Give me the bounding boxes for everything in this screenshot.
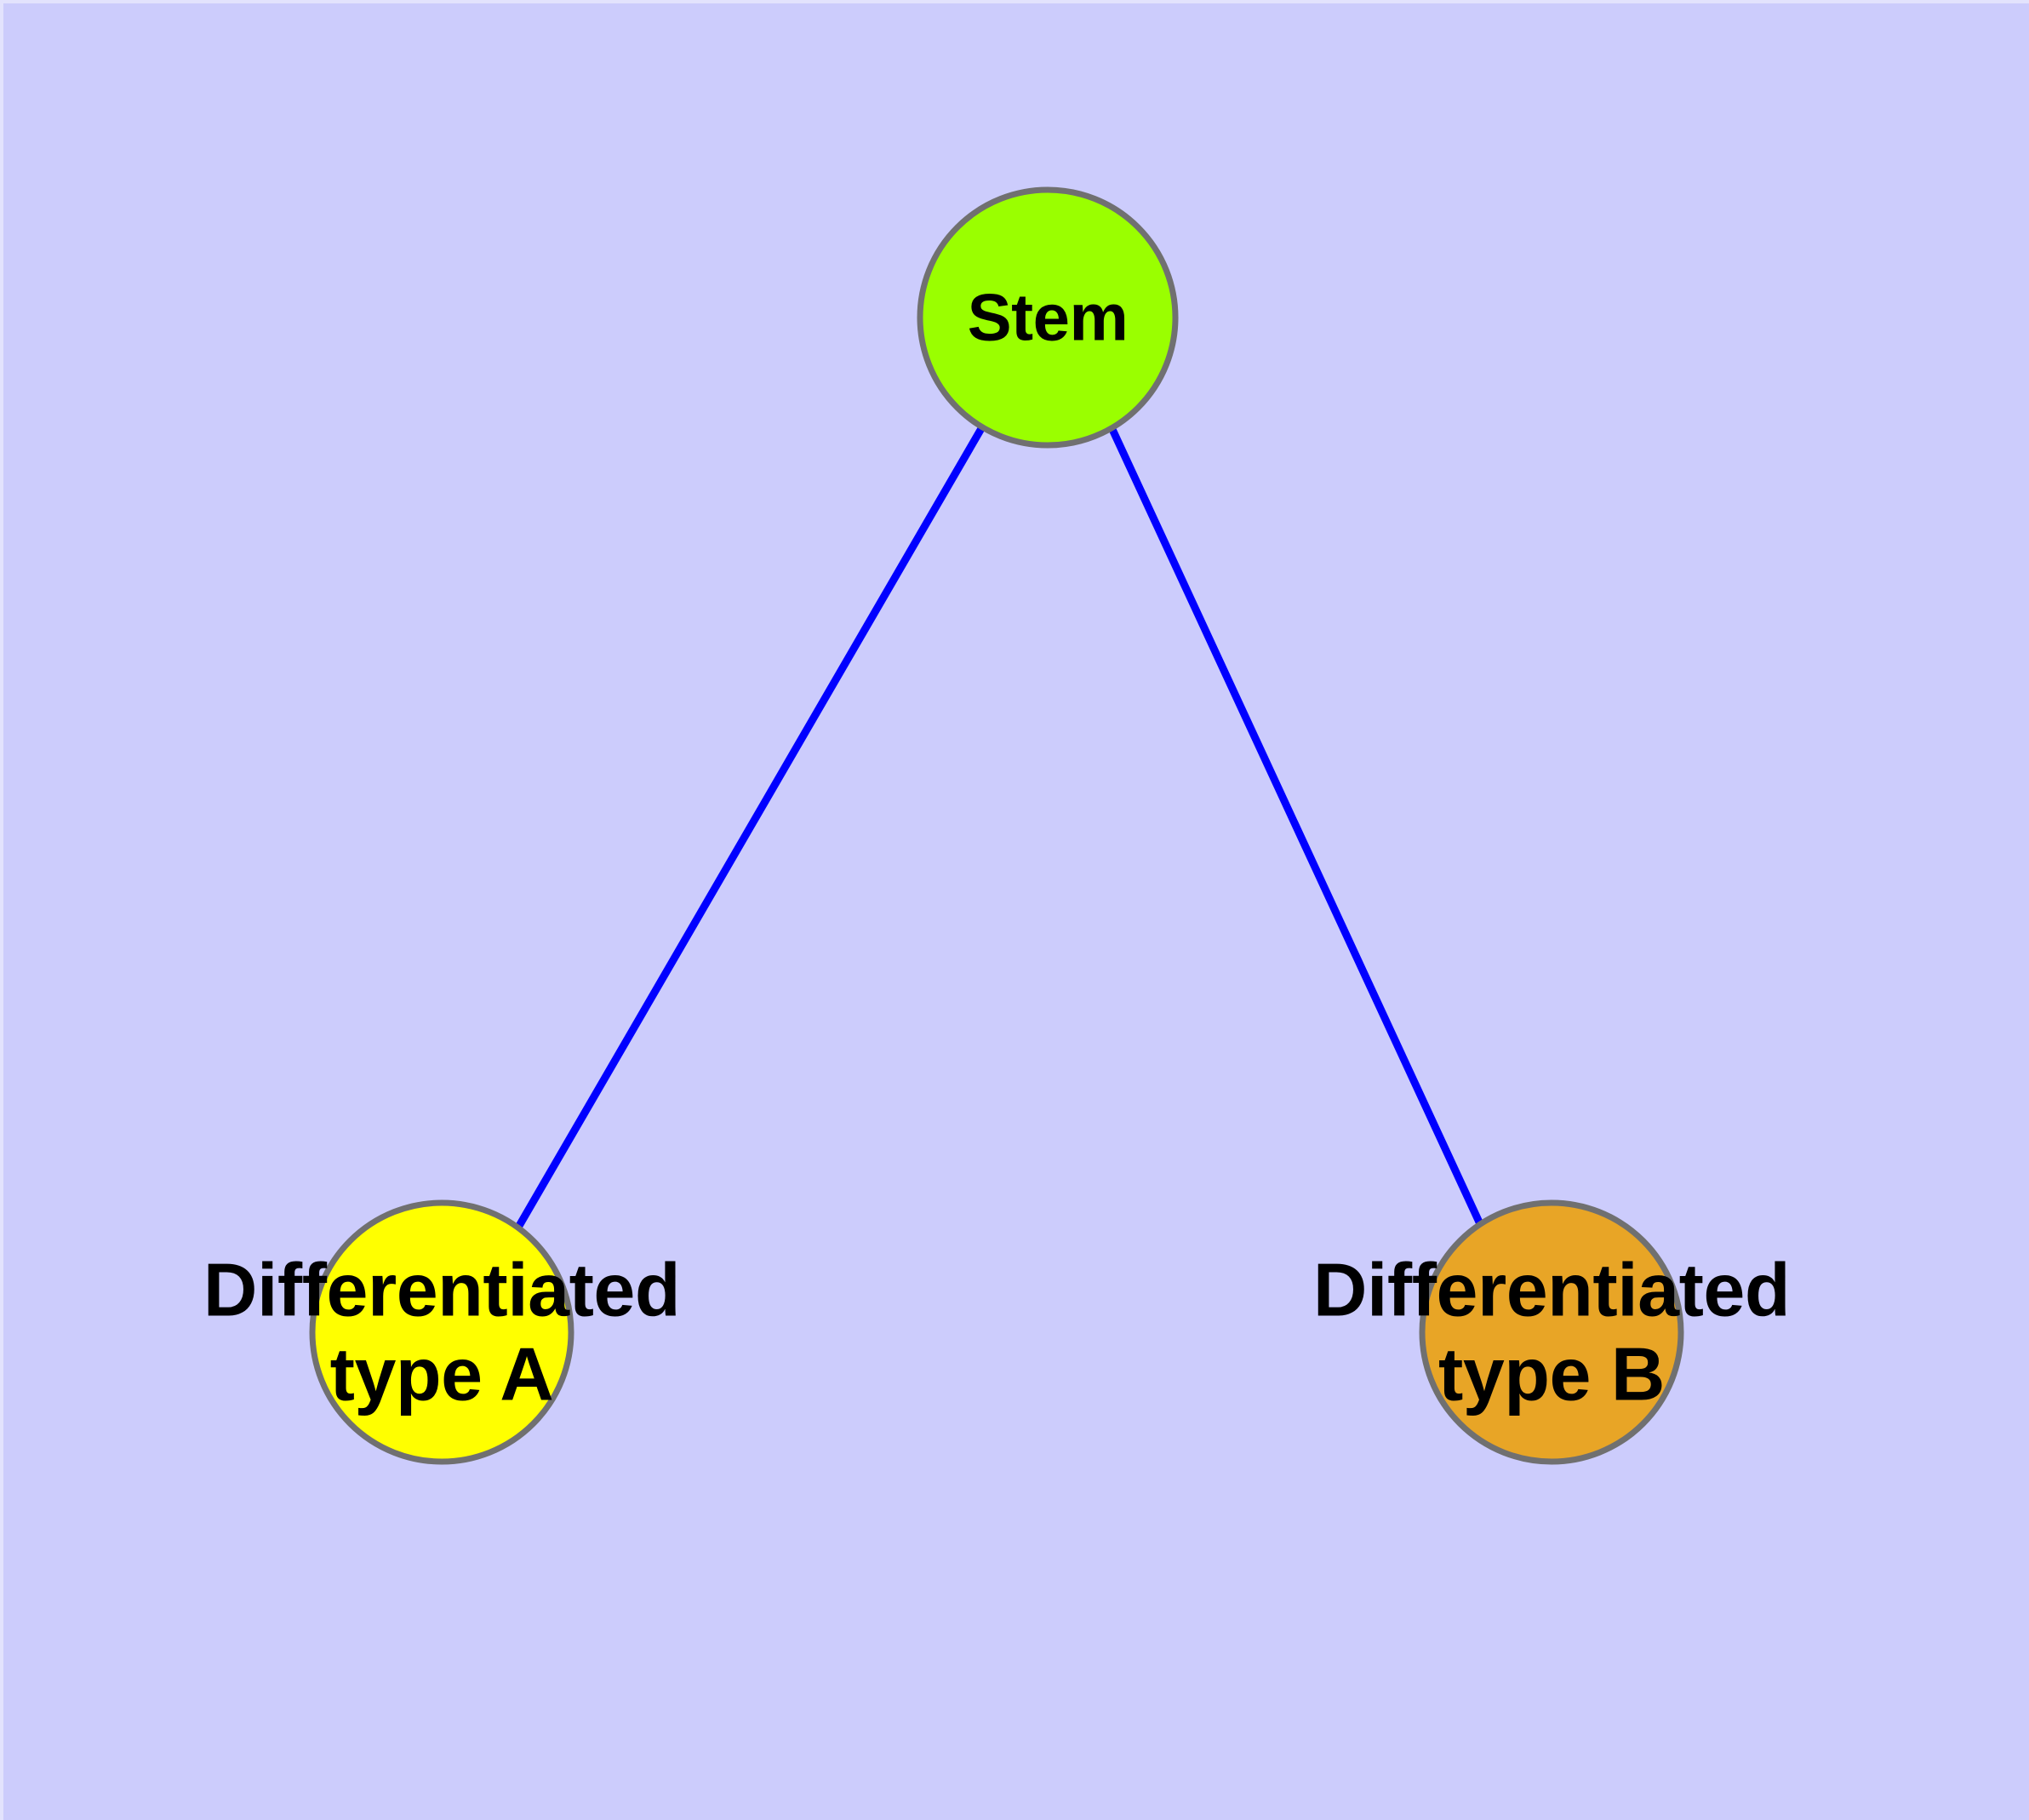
edge-stem-to-diff-b[interactable] bbox=[1106, 424, 1485, 1228]
node-stem[interactable] bbox=[917, 186, 1179, 449]
edge-stem-to-diff-a[interactable] bbox=[516, 423, 986, 1228]
node-differentiated-type-b[interactable] bbox=[1419, 1199, 1684, 1465]
node-differentiated-type-a[interactable] bbox=[309, 1199, 574, 1465]
